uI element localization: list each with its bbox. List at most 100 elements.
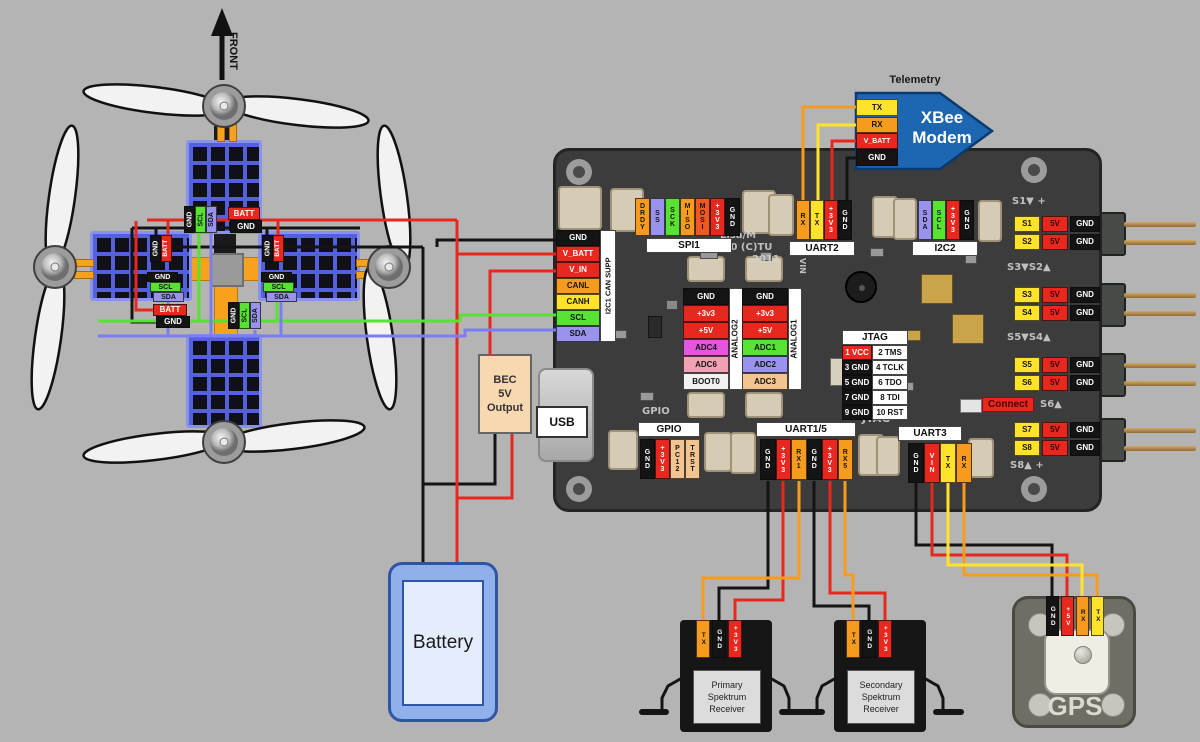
servo-s5: S5 [1014, 357, 1040, 373]
servo-header-block [1100, 418, 1126, 462]
servo-5v: 5V [1042, 357, 1068, 373]
spi1-pin-mosi: MOSI [695, 198, 710, 236]
mounting-hole [1021, 476, 1047, 502]
wire-connector [730, 432, 756, 474]
servo-gnd: GND [1070, 305, 1100, 321]
esc-pin-label-gnd: GND [184, 206, 195, 233]
silkscreen-text: S3▼S2▲ [1007, 262, 1051, 273]
xbee-name-line2: Modem [912, 128, 972, 147]
board-component [666, 300, 678, 310]
spi1-pin-+3v3: +3V3 [710, 198, 725, 236]
jumper [960, 399, 982, 413]
servo-header-block [1100, 353, 1126, 397]
xbee-pin-tx: TX [856, 99, 898, 116]
esc-pin-label-sda: SDA [153, 292, 184, 302]
uart1-5-pin-gnd: GND [760, 439, 776, 480]
gps-hole [1028, 693, 1052, 717]
front-label: FRONT [227, 32, 239, 70]
esc-pin-label-scl: SCL [239, 302, 250, 329]
mounting-hole [1021, 157, 1047, 183]
analog2-label: ANALOG2 [729, 288, 743, 390]
jtag-pin: 8 TDI [872, 390, 908, 405]
usb-label: USB [536, 406, 588, 438]
uart2-pin-+3v3: +3V3 [824, 200, 838, 240]
motor-wire-stub [229, 124, 237, 142]
silkscreen-text: S1▼ + [1012, 196, 1046, 207]
i2c2-pin-+3v3: +3V3 [946, 200, 960, 240]
servo-s1: S1 [1014, 216, 1040, 232]
silkscreen-text: S5▼S4▲ [1007, 332, 1051, 343]
servo-gnd: GND [1070, 287, 1100, 303]
gpio-pin-trst: TRST [685, 439, 700, 479]
rx-primary-label: Primary [711, 679, 743, 690]
gpio-pin-gnd: GND [640, 439, 655, 479]
gps-label: GPS [1047, 691, 1103, 721]
uart3-pin-vin: VIN [924, 443, 940, 483]
frame-center [210, 253, 244, 287]
analog2-pin-+5v: +5V [683, 322, 729, 339]
wire-connector [687, 392, 725, 418]
servo-5v: 5V [1042, 375, 1068, 391]
motor-wire-stub [74, 259, 94, 267]
rx2-pin-tx: TX [846, 620, 860, 658]
esc-pin-label-sda: SDA [250, 302, 261, 329]
analog1-pin-adc2: ADC2 [742, 356, 788, 373]
buzzer [845, 271, 877, 303]
rx-secondary-label: Secondary [859, 679, 903, 690]
servo-header-pin [1124, 428, 1196, 433]
jtag-label: JTAG [842, 330, 908, 345]
uart1-5-pin-gnd: GND [806, 439, 822, 480]
gps-pin-gnd: GND [1046, 596, 1059, 636]
uart1-5-pin-+3v3: +3V3 [822, 439, 838, 480]
wire-connector [687, 256, 725, 282]
servo-s8: S8 [1014, 440, 1040, 456]
esc-bottom [186, 334, 262, 428]
esc-pin-label-scl: SCL [150, 282, 181, 292]
servo-s4: S4 [1014, 305, 1040, 321]
motor-wire-stub [74, 271, 94, 279]
esc-pin-label-gnd: GND [261, 272, 292, 282]
spi1-pin-ss: SS [650, 198, 665, 236]
servo-gnd: GND [1070, 440, 1100, 456]
board-component [648, 316, 662, 338]
connect-label: Connect [982, 397, 1034, 412]
wire-connector [558, 186, 602, 230]
silkscreen-text: S8▲ + [1010, 460, 1044, 471]
uart1-5-pin-rx5: RX5 [837, 439, 853, 480]
silkscreen-text: VIN [798, 258, 807, 274]
analog1-pin-+5v: +5V [742, 322, 788, 339]
servo-header-pin [1124, 311, 1196, 316]
servo-s2: S2 [1014, 234, 1040, 250]
board-component [615, 330, 627, 339]
bec-line2: 5V [498, 387, 512, 400]
esc-pin-label-batt: BATT [273, 235, 284, 262]
wire-connector [978, 200, 1002, 242]
wire-connector [876, 436, 900, 476]
jtag-pin: 10 RST [872, 405, 908, 420]
servo-5v: 5V [1042, 305, 1068, 321]
mounting-hole [566, 159, 592, 185]
i2c1-can-supp-label: I2C1 CAN SUPP [600, 230, 616, 342]
bec-line3: Output [486, 402, 524, 415]
analog2-pin-adc4: ADC4 [683, 339, 729, 356]
jtag-pin: 2 TMS [872, 345, 908, 360]
servo-header-pin [1124, 222, 1196, 227]
servo-header-pin [1124, 381, 1196, 386]
gps-hole [1101, 693, 1125, 717]
bec-module: BEC 5V Output [478, 354, 532, 434]
board-component [760, 252, 772, 261]
silkscreen-text: V2.0 (C)TU [712, 242, 773, 253]
analog2-pin-boot0: BOOT0 [683, 373, 729, 390]
motor-wire-stub [356, 271, 376, 279]
gps-module: GPS [1012, 596, 1136, 728]
servo-gnd: GND [1070, 422, 1100, 438]
uart2-pin-rx: RX [796, 200, 810, 240]
analog1-label: ANALOG1 [788, 288, 802, 390]
jtag-pin: 9 GND [842, 405, 872, 420]
esc-pin-label-gnd: GND [156, 316, 190, 328]
wire-connector [893, 198, 917, 240]
esc-pin-label-gnd: GND [147, 272, 178, 282]
esc-pin-label-sda: SDA [266, 292, 297, 302]
servo-5v: 5V [1042, 216, 1068, 232]
